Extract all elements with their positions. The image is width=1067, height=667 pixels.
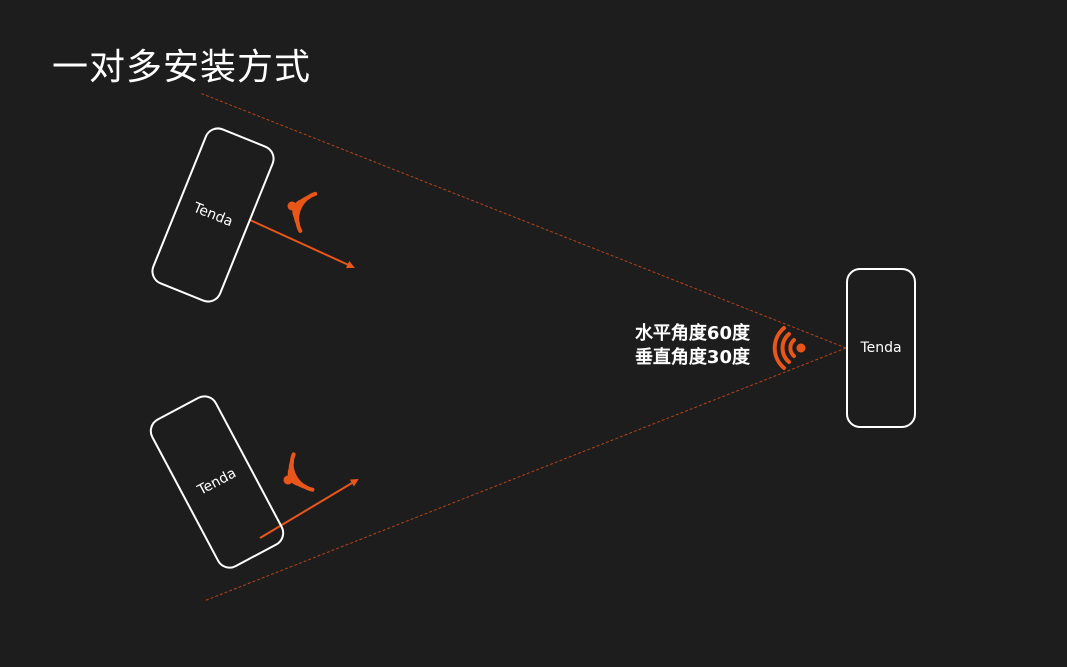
device-label: Tenda	[860, 340, 902, 356]
slide-title: 一对多安装方式	[52, 47, 312, 88]
vertical-angle-text: 垂直角度30度	[634, 347, 750, 368]
device-label: Tenda	[190, 199, 236, 231]
beam-upper-line	[199, 92, 847, 349]
wifi-signal-icon	[287, 191, 318, 233]
wifi-signal-icon	[772, 326, 806, 370]
arrow-icon	[249, 219, 355, 269]
wifi-signal-icon	[283, 452, 315, 492]
beam-lower-line	[203, 347, 847, 602]
angle-spec-label: 水平角度60度 垂直角度30度	[612, 322, 750, 370]
horizontal-angle-text: 水平角度60度	[634, 323, 750, 344]
arrow-icon	[259, 478, 359, 539]
device-label: Tenda	[195, 465, 239, 499]
device-right: Tenda	[846, 268, 916, 428]
